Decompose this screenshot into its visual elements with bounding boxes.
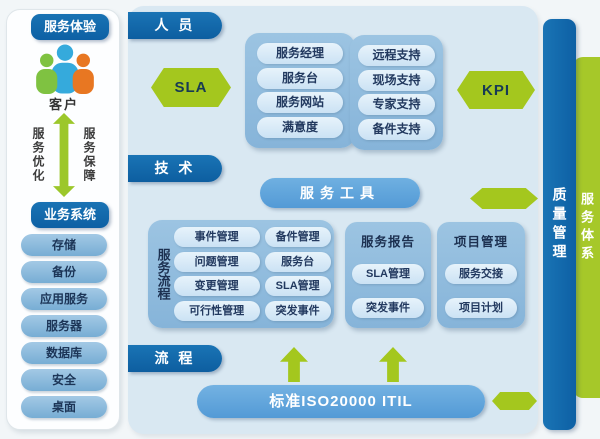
service-experience-header: 服务体验	[31, 14, 109, 40]
project-management-box: 项目管理 服务交接 项目计划	[437, 222, 525, 328]
pill-service-desk: 服务台	[257, 67, 343, 89]
quality-management-label: 质量管理	[551, 186, 568, 263]
system-item-storage: 存储	[21, 234, 107, 256]
system-item-desktop: 桌面	[21, 396, 107, 418]
business-system-list: 存储 备份 应用服务 服务器 数据库 安全 桌面	[21, 234, 107, 423]
tab-process: 流 程	[128, 345, 222, 372]
sla-label: SLA	[174, 79, 208, 96]
business-system-header: 业务系统	[31, 202, 109, 228]
service-report-box: 服务报告 SLA管理 突发事件	[345, 222, 431, 328]
pill-expert-support: 专家支持	[358, 94, 435, 116]
service-guarantee-label: 服务保障	[82, 127, 96, 183]
vertical-double-arrow-icon	[53, 113, 75, 197]
system-item-backup: 备份	[21, 261, 107, 283]
tools-quality-arrow-icon	[470, 188, 538, 209]
service-management-panel: 人 员 技 术 流 程 SLA 服务经理 服务台 服务网站 满意度 远程支持 现…	[128, 6, 538, 434]
up-arrow-icon	[280, 347, 308, 382]
pill-service-handover: 服务交接	[445, 264, 517, 284]
iso-quality-arrow-icon	[492, 392, 537, 410]
customers-icon	[36, 44, 94, 94]
system-item-security: 安全	[21, 369, 107, 391]
service-process-label: 服务流程	[155, 248, 171, 300]
pill-report-sla: SLA管理	[352, 264, 424, 284]
system-item-database: 数据库	[21, 342, 107, 364]
tab-technology: 技 术	[128, 155, 222, 182]
optimize-guarantee-group: 服务优化 服务保障	[7, 112, 121, 198]
support-box: 远程支持 现场支持 专家支持 备件支持	[350, 35, 443, 150]
service-desk-box: 服务经理 服务台 服务网站 满意度	[245, 33, 355, 148]
kpi-arrow-icon: KPI	[457, 71, 535, 109]
system-item-server: 服务器	[21, 315, 107, 337]
pill-emergency-event: 突发事件	[264, 300, 331, 321]
service-process-box: 服务流程 事件管理 备件管理 问题管理 服务台 变更管理 SLA管理 可行性管理…	[148, 220, 334, 328]
customer-label: 客户	[48, 97, 79, 112]
project-management-title: 项目管理	[453, 235, 508, 249]
service-optimize-label: 服务优化	[31, 127, 45, 183]
up-arrow-icon	[379, 347, 407, 382]
pill-spareparts-support: 备件支持	[358, 118, 435, 140]
pill-service-website: 服务网站	[257, 92, 343, 114]
pill-service-manager: 服务经理	[257, 43, 343, 64]
service-system-label: 服务体系	[579, 191, 594, 264]
system-item-appservice: 应用服务	[21, 288, 107, 310]
pill-incident-mgmt: 事件管理	[173, 227, 260, 247]
quality-management-bar: 质量管理	[543, 19, 576, 430]
pill-onsite-support: 现场支持	[358, 69, 435, 91]
pill-report-emergency: 突发事件	[352, 298, 424, 318]
pill-sla-mgmt: SLA管理	[264, 276, 331, 297]
pill-servicedesk: 服务台	[264, 251, 331, 272]
service-experience-panel: 服务体验 客户 服务优化 服务保障 业务系统 存储 备份 应用服务 服务器 数据…	[6, 9, 120, 430]
kpi-label: KPI	[481, 81, 510, 99]
pill-satisfaction: 满意度	[257, 116, 343, 138]
service-report-title: 服务报告	[360, 235, 415, 249]
pill-availability-mgmt: 可行性管理	[173, 300, 260, 321]
service-system-bar: 服务体系	[573, 57, 600, 398]
pill-project-plan: 项目计划	[445, 298, 517, 318]
standard-iso-bar: 标准ISO20000 ITIL	[197, 385, 485, 418]
sla-arrow-icon: SLA	[151, 68, 231, 107]
pill-spareparts-mgmt: 备件管理	[264, 227, 331, 247]
service-tools-header: 服务工具	[260, 178, 420, 208]
service-process-grid: 事件管理 备件管理 问题管理 服务台 变更管理 SLA管理 可行性管理 突发事件	[173, 227, 331, 321]
pill-change-mgmt: 变更管理	[173, 276, 260, 297]
pill-problem-mgmt: 问题管理	[173, 251, 260, 272]
pill-remote-support: 远程支持	[358, 45, 435, 66]
tab-personnel: 人 员	[128, 12, 222, 39]
